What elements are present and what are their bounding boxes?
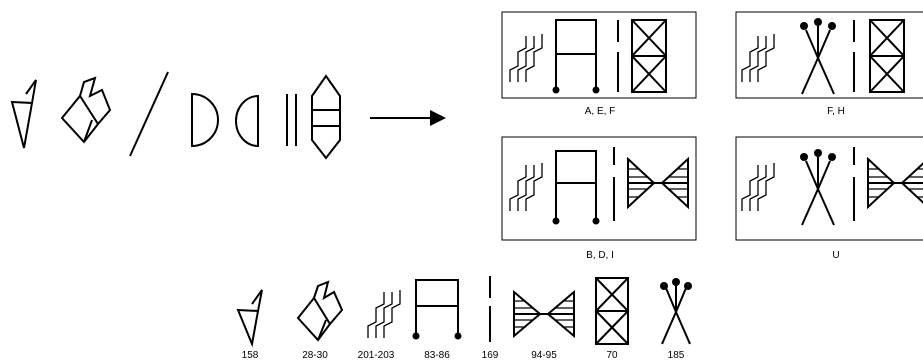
three-pin-glyph xyxy=(660,278,692,345)
double-bar-glyph xyxy=(286,94,297,146)
lattice-glyph xyxy=(868,19,906,93)
sign-panel xyxy=(735,136,923,241)
panel-caption: B, D, I xyxy=(586,250,614,261)
three-pin-glyph xyxy=(800,18,836,95)
lattice-glyph xyxy=(630,19,668,93)
zigzag-strokes-glyph xyxy=(509,163,543,211)
lattice-glyph xyxy=(594,277,630,345)
sign-number: 158 xyxy=(242,350,259,361)
zigzag-strokes-glyph xyxy=(367,290,401,338)
half-circle-glyph-1 xyxy=(191,92,219,148)
gate-glyph xyxy=(552,150,600,225)
elongated-hexagon-glyph xyxy=(311,74,341,160)
panel-caption: U xyxy=(832,250,839,261)
sign-number: 70 xyxy=(606,350,618,361)
sign-number: 185 xyxy=(668,350,685,361)
gate-glyph xyxy=(412,279,462,340)
sign-number: 201-203 xyxy=(358,350,395,361)
panel-caption: F, H xyxy=(827,106,845,117)
sign-number: 83-86 xyxy=(424,350,450,361)
sign-number: 169 xyxy=(482,350,499,361)
sign-panel xyxy=(735,11,923,99)
three-pin-glyph xyxy=(800,149,836,226)
bowtie-glyph xyxy=(627,156,689,210)
sign-number: 94-95 xyxy=(531,350,557,361)
sign-panel xyxy=(501,136,697,241)
slash-glyph xyxy=(129,71,169,157)
gate-glyph xyxy=(552,19,600,94)
zigzag-strokes-glyph xyxy=(741,163,775,211)
sign-index: 158 28-30 201-203 83-86 169 94-95 70 185 xyxy=(236,276,692,361)
folded-pennant-glyph xyxy=(296,280,344,342)
zigzag-strokes-glyph xyxy=(509,34,543,82)
zigzag-strokes-glyph xyxy=(741,34,775,82)
folded-pennant-glyph xyxy=(60,76,112,144)
arrow-icon xyxy=(370,110,446,126)
bowtie-glyph xyxy=(867,156,923,210)
sign-number: 28-30 xyxy=(302,350,328,361)
bowtie-glyph xyxy=(513,289,575,339)
panel-caption: A, E, F xyxy=(585,106,616,117)
triangle-flag-glyph xyxy=(10,79,37,149)
half-circle-glyph-2 xyxy=(235,94,259,148)
inscription-sequence xyxy=(10,71,341,160)
triangle-flag-glyph xyxy=(236,289,263,348)
sign-panel xyxy=(501,11,697,99)
